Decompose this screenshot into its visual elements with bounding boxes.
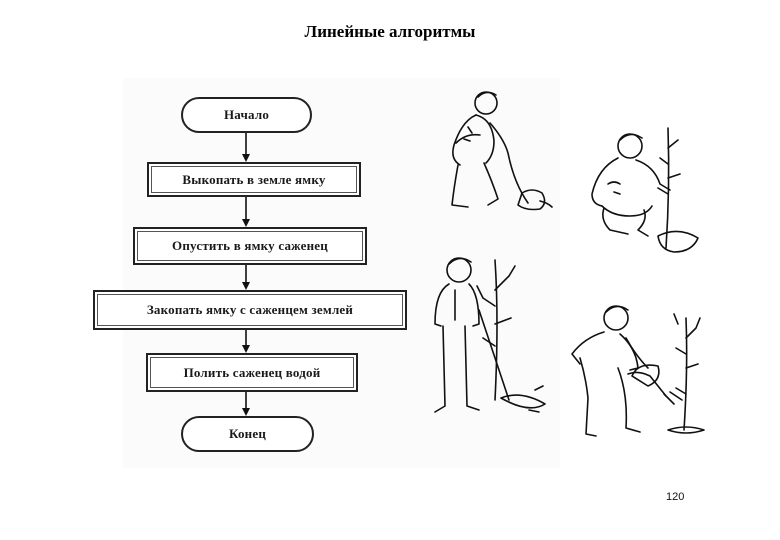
end-node: Конец: [181, 416, 314, 452]
step-bury-seedling: Закопать ямку с саженцем землей: [93, 290, 407, 330]
page-number: 120: [666, 491, 685, 503]
illustration-watering: [571, 305, 705, 437]
illustration-planting: [591, 127, 699, 253]
flow-connectors: [242, 131, 250, 416]
illustration-burying: [434, 257, 546, 413]
start-node: Начало: [181, 97, 312, 133]
step-water-seedling: Полить саженец водой: [146, 353, 358, 392]
step-dig-hole: Выкопать в земле ямку: [147, 162, 361, 197]
algorithm-figure: Начало Выкопать в земле ямку Опустить в …: [93, 78, 560, 468]
step-lower-seedling: Опустить в ямку саженец: [133, 227, 367, 265]
illustration-digging: [451, 91, 553, 211]
page-title: Линейные алгоритмы: [304, 22, 476, 41]
